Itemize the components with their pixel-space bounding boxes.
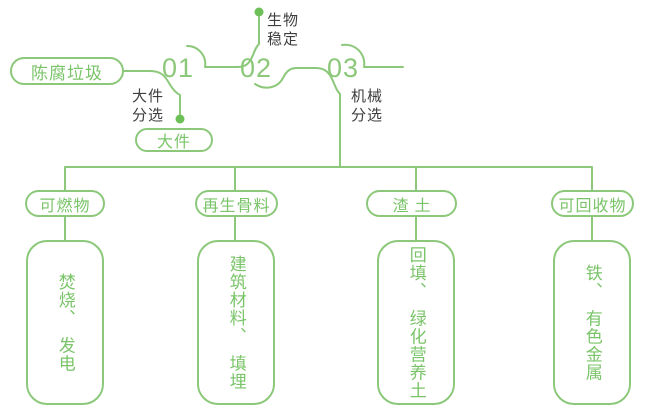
category-pill-recycled-aggregate: 再生骨料 xyxy=(195,190,278,217)
step-02-number: 02 xyxy=(239,53,273,83)
line-source-to-step01 xyxy=(123,70,181,115)
line-step03-tail xyxy=(341,43,404,68)
step-02-process-label: 生物稳定 xyxy=(267,12,300,48)
step-03-number: 03 xyxy=(326,53,360,83)
result-text-combustible: 焚烧、 发电 xyxy=(55,272,75,373)
result-text-recyclable: 铁、 有色金属 xyxy=(582,263,602,382)
bulky-branch-dot xyxy=(175,114,185,124)
distribution-bar xyxy=(64,166,593,191)
result-text-slag-soil: 回填、 绿化营养土 xyxy=(406,245,426,400)
bulky-items-pill: 大件 xyxy=(135,128,213,152)
result-box-combustible: 焚烧、 发电 xyxy=(26,240,104,405)
line-step02-to-step03 xyxy=(254,67,341,168)
bio-branch-dot xyxy=(254,7,264,17)
category-pill-recyclable: 可回收物 xyxy=(551,190,634,217)
result-box-slag-soil: 回填、 绿化营养土 xyxy=(377,240,455,405)
result-box-recyclable: 铁、 有色金属 xyxy=(553,240,631,405)
result-box-recycled-aggregate: 建筑材料、 填埋 xyxy=(197,240,275,405)
step-03-process-label: 机械分选 xyxy=(351,88,384,124)
category-pill-combustible: 可燃物 xyxy=(25,190,105,217)
step-01-process-label: 大件分选 xyxy=(132,88,165,124)
category-pill-slag-soil: 渣土 xyxy=(366,190,457,217)
source-node-pill: 陈腐垃圾 xyxy=(10,57,124,85)
step-01-number: 01 xyxy=(161,53,195,83)
line-step01-to-step02 xyxy=(186,16,260,68)
result-text-recycled-aggregate: 建筑材料、 填埋 xyxy=(226,254,246,391)
